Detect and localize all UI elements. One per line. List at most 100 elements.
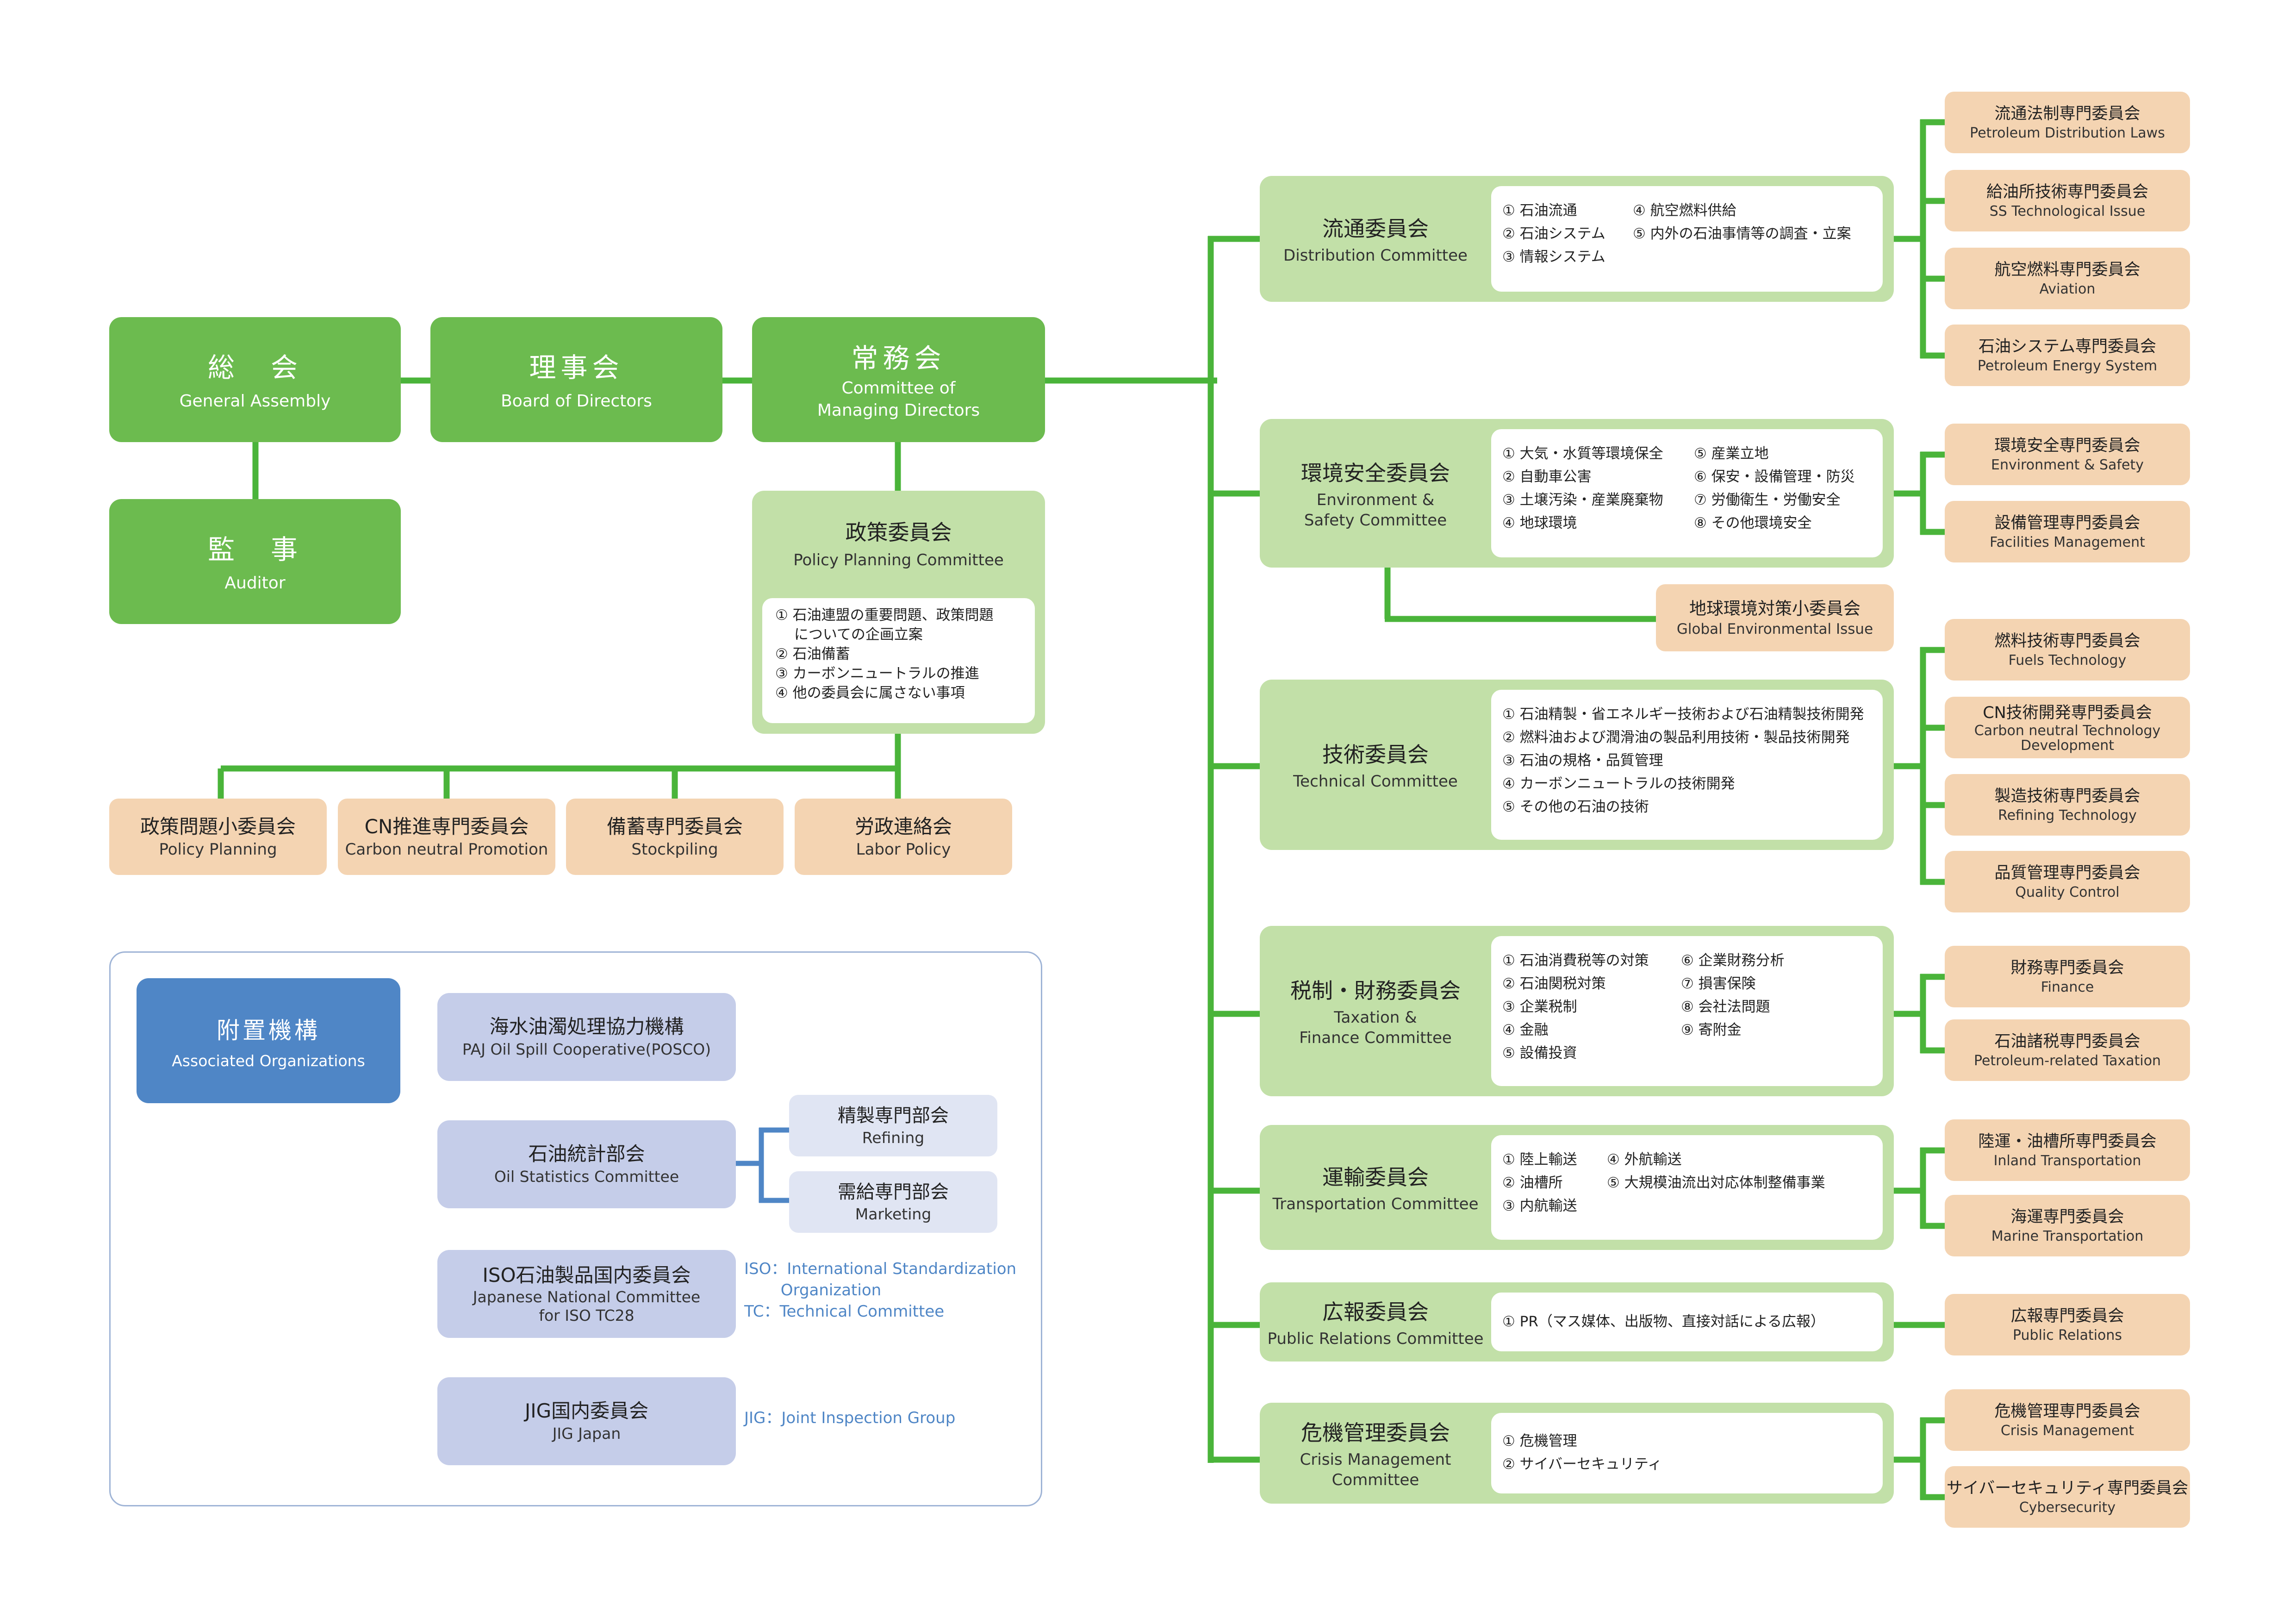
duty-item: ④ 金融 bbox=[1502, 1022, 1549, 1038]
sub-committee-en: Petroleum-related Taxation bbox=[1973, 1052, 2161, 1069]
duty-item: ⑥ 企業財務分析 bbox=[1681, 952, 1785, 969]
sub-committee-box: CN技術開発専門委員会 Carbon neutral Technology De… bbox=[1945, 697, 2190, 758]
general-assembly-box: 総 会 General Assembly bbox=[109, 317, 401, 442]
duty-item: ② 燃料油および潤滑油の製品利用技術・製品技術開発 bbox=[1502, 729, 1850, 746]
sub-committee-en: Marine Transportation bbox=[1991, 1228, 2144, 1244]
sub-committee-ja: 危機管理専門委員会 bbox=[1994, 1402, 2140, 1421]
duty-item: ① 大気・水質等環境保全 bbox=[1502, 445, 1663, 462]
sub-committee-ja: 製造技術専門委員会 bbox=[1994, 787, 2140, 806]
small-committee-ja: 地球環境対策小委員会 bbox=[1689, 598, 1860, 618]
policy-duty: ② 石油備蓄 bbox=[775, 646, 850, 662]
distribution-committee-box: 流通委員会 Distribution Committee ① 石油流通 ② 石油… bbox=[1260, 176, 1894, 302]
sub-committee-box: 石油システム専門委員会 Petroleum Energy System bbox=[1945, 325, 2190, 386]
policy-sub-ja: 政策問題小委員会 bbox=[140, 815, 296, 838]
committee-duties: ① 石油流通 ② 石油システム ③ 情報システム ④ 航空燃料供給 ⑤ 内外の石… bbox=[1491, 186, 1883, 292]
policy-sub-en: Stockpiling bbox=[631, 840, 718, 859]
committee-en: Public Relations Committee bbox=[1267, 1329, 1484, 1348]
sub-committee-en: Fuels Technology bbox=[2008, 652, 2127, 668]
duty-item: ⑨ 寄附金 bbox=[1681, 1022, 1742, 1038]
sub-committee-box: 設備管理専門委員会 Facilities Management bbox=[1945, 501, 2190, 562]
committee-en: Safety Committee bbox=[1304, 511, 1447, 530]
sub-committee-en: Finance bbox=[2041, 979, 2094, 995]
iso-note-line: ISO：International Standardization bbox=[744, 1260, 1017, 1278]
associated-header-ja: 附置機構 bbox=[217, 1017, 320, 1044]
oil-statistics-en: Oil Statistics Committee bbox=[494, 1168, 679, 1186]
duty-item: ⑦ 損害保険 bbox=[1681, 975, 1756, 992]
small-committee-en: Global Environmental Issue bbox=[1676, 620, 1873, 637]
sub-committee-en: Public Relations bbox=[2012, 1327, 2122, 1343]
duty-item: ① 陸上輸送 bbox=[1502, 1151, 1577, 1168]
policy-duty: ③ カーボンニュートラルの推進 bbox=[775, 665, 979, 682]
sub-committee-ja: 海運専門委員会 bbox=[2010, 1207, 2124, 1226]
committee-en: Transportation Committee bbox=[1272, 1195, 1479, 1213]
managing-box: 常務会 Committee of Managing Directors bbox=[752, 317, 1045, 442]
policy-sub-box: CN推進専門委員会 Carbon neutral Promotion bbox=[338, 799, 555, 875]
policy-sub-box: 備蓄専門委員会 Stockpiling bbox=[566, 799, 784, 875]
committee-duties: ① 石油消費税等の対策 ② 石油関税対策 ③ 企業税制 ④ 金融 ⑤ 設備投資 … bbox=[1491, 936, 1883, 1086]
sub-committee-box: 石油諸税専門委員会 Petroleum-related Taxation bbox=[1945, 1019, 2190, 1081]
iso-en: for ISO TC28 bbox=[539, 1306, 635, 1324]
global-environment-subcommittee: 地球環境対策小委員会 Global Environmental Issue bbox=[1656, 584, 1894, 651]
committee-duties: ① 大気・水質等環境保全 ② 自動車公害 ③ 土壌汚染・産業廃棄物 ④ 地球環境… bbox=[1491, 429, 1883, 557]
sub-committee-ja: 設備管理専門委員会 bbox=[1994, 513, 2140, 532]
duty-item: ② 油槽所 bbox=[1502, 1174, 1563, 1191]
duty-item: ⑧ 会社法問題 bbox=[1681, 999, 1770, 1015]
sub-committee-box: 品質管理専門委員会 Quality Control bbox=[1945, 851, 2190, 912]
committee-en: Finance Committee bbox=[1299, 1029, 1452, 1047]
managing-en1: Committee of bbox=[841, 379, 956, 398]
general-assembly-ja: 総 会 bbox=[207, 352, 302, 383]
sub-committee-box: 製造技術専門委員会 Refining Technology bbox=[1945, 774, 2190, 836]
jig-ja: JIG国内委員会 bbox=[524, 1399, 649, 1422]
sub-committee-ja: CN技術開発専門委員会 bbox=[1983, 703, 2152, 722]
sub-committee-en: Petroleum Energy System bbox=[1977, 357, 2158, 374]
policy-duty: についての企画立案 bbox=[775, 626, 923, 643]
associated-header-box: 附置機構 Associated Organizations bbox=[137, 978, 400, 1103]
duty-item: ⑥ 保安・設備管理・防災 bbox=[1694, 468, 1855, 485]
sub-committee-ja: サイバーセキュリティ専門委員会 bbox=[1946, 1479, 2189, 1498]
technical-committee-box: 技術委員会 Technical Committee ① 石油精製・省エネルギー技… bbox=[1260, 680, 1894, 850]
jig-note: JIG：Joint Inspection Group bbox=[744, 1409, 956, 1427]
duty-item: ④ 外航輸送 bbox=[1607, 1151, 1682, 1168]
policy-en: Policy Planning Committee bbox=[793, 551, 1004, 569]
sub-committee-ja: 品質管理専門委員会 bbox=[1994, 863, 2140, 882]
policy-sub-en: Labor Policy bbox=[856, 840, 951, 859]
duty-item: ① PR（マス媒体、出版物、直接対話による広報） bbox=[1502, 1313, 1825, 1330]
sub-committee-box: 航空燃料専門委員会 Aviation bbox=[1945, 248, 2190, 309]
sub-committee-ja: 広報専門委員会 bbox=[2010, 1306, 2124, 1325]
committee-en: Committee bbox=[1332, 1471, 1419, 1489]
oil-statistics-box: 石油統計部会 Oil Statistics Committee bbox=[437, 1120, 736, 1208]
sub-committee-box: 燃料技術専門委員会 Fuels Technology bbox=[1945, 619, 2190, 681]
committee-en: Taxation & bbox=[1334, 1008, 1417, 1027]
committee-en: Distribution Committee bbox=[1283, 246, 1468, 265]
committee-ja: 流通委員会 bbox=[1322, 216, 1429, 241]
policy-duties: ① 石油連盟の重要問題、政策問題 についての企画立案 ② 石油備蓄 ③ カーボン… bbox=[762, 598, 1035, 723]
committee-en: Environment & bbox=[1316, 490, 1435, 509]
posco-en: PAJ Oil Spill Cooperative(POSCO) bbox=[462, 1040, 711, 1058]
committee-duties: ① 石油精製・省エネルギー技術および石油精製技術開発 ② 燃料油および潤滑油の製… bbox=[1491, 690, 1883, 840]
marketing-box: 需給専門部会 Marketing bbox=[789, 1171, 997, 1233]
sub-committee-box: 危機管理専門委員会 Crisis Management bbox=[1945, 1389, 2190, 1451]
duty-item: ③ 石油の規格・品質管理 bbox=[1502, 752, 1663, 769]
duty-item: ② 自動車公害 bbox=[1502, 468, 1592, 485]
sub-committee-box: 流通法制専門委員会 Petroleum Distribution Laws bbox=[1945, 92, 2190, 153]
jig-en: JIG Japan bbox=[552, 1424, 621, 1443]
marketing-en: Marketing bbox=[855, 1205, 932, 1223]
posco-ja: 海水油濁処理協力機構 bbox=[489, 1015, 684, 1038]
sub-committee-ja: 燃料技術専門委員会 bbox=[1994, 631, 2140, 650]
duty-item: ① 石油流通 bbox=[1502, 202, 1577, 219]
duty-item: ② サイバーセキュリティ bbox=[1502, 1456, 1662, 1473]
policy-sub-en: Policy Planning bbox=[159, 840, 277, 859]
jig-box: JIG国内委員会 JIG Japan bbox=[437, 1377, 736, 1465]
sub-committee-box: 海運専門委員会 Marine Transportation bbox=[1945, 1195, 2190, 1256]
policy-duty: ④ 他の委員会に属さない事項 bbox=[775, 685, 965, 701]
iso-box: ISO石油製品国内委員会 Japanese National Committee… bbox=[437, 1250, 736, 1338]
sub-committee-en: Cybersecurity bbox=[2019, 1499, 2116, 1516]
duty-item: ④ カーボンニュートラルの技術開発 bbox=[1502, 775, 1735, 792]
committee-duties: ① 危機管理 ② サイバーセキュリティ bbox=[1491, 1413, 1883, 1493]
committee-ja: 運輸委員会 bbox=[1322, 1165, 1429, 1190]
policy-ja: 政策委員会 bbox=[845, 520, 952, 545]
committee-ja: 税制・財務委員会 bbox=[1290, 978, 1461, 1003]
sub-committee-en: Development bbox=[2021, 737, 2114, 754]
duty-item: ④ 航空燃料供給 bbox=[1633, 202, 1736, 219]
